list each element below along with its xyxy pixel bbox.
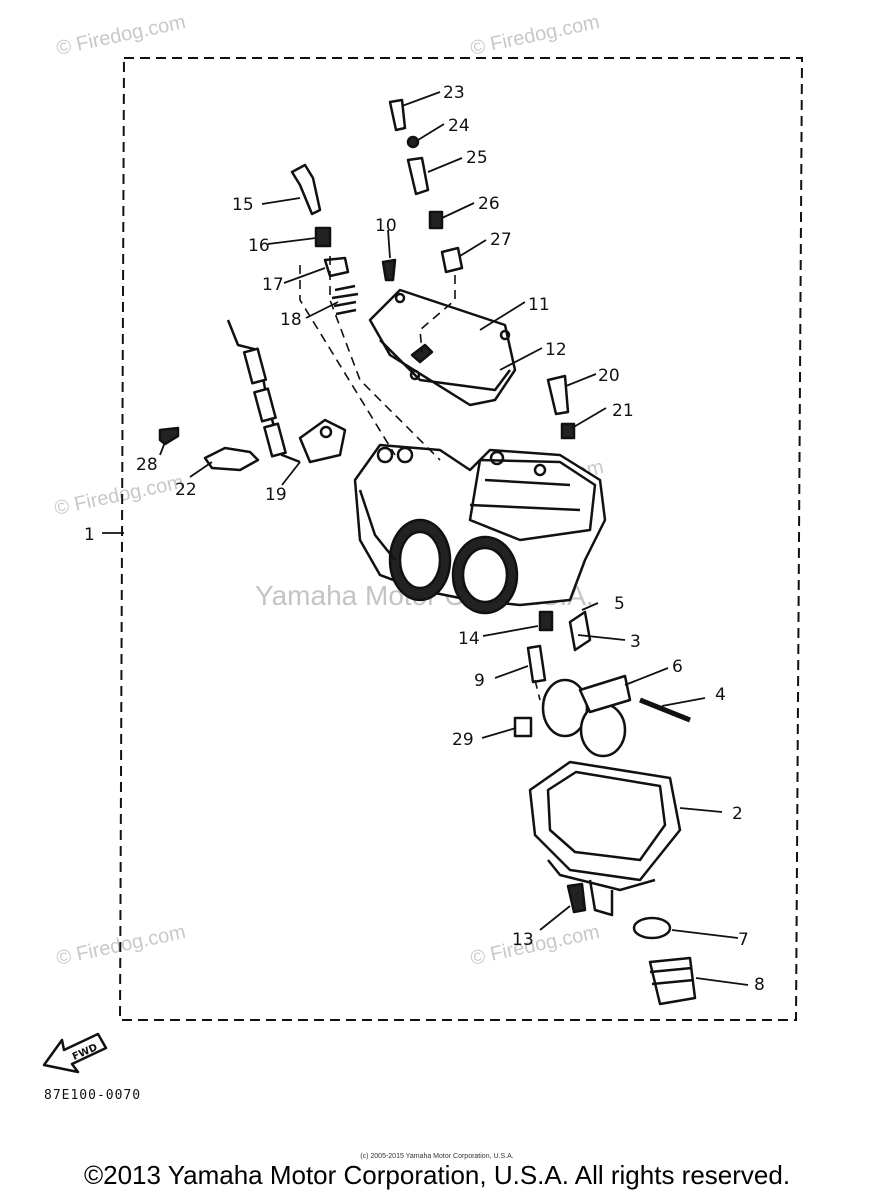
watermark-1: © Firedog.com xyxy=(54,11,187,60)
callout-25: 25 xyxy=(466,148,488,168)
callout-11: 11 xyxy=(528,295,550,315)
choke-assembly xyxy=(226,319,347,464)
float xyxy=(541,674,632,758)
callout-14: 14 xyxy=(458,629,480,649)
small-copyright: (c) 2005-2015 Yamaha Motor Corporation, … xyxy=(360,1153,514,1160)
callout-17: 17 xyxy=(262,275,284,295)
fwd-arrow-icon: FWD xyxy=(42,1032,108,1074)
callout-29: 29 xyxy=(452,730,474,750)
guide-lines xyxy=(299,256,541,701)
watermark-3: © Firedog.com xyxy=(52,471,185,520)
callout-26: 26 xyxy=(478,194,500,214)
callout-10: 10 xyxy=(375,216,397,236)
callout-27: 27 xyxy=(490,230,512,250)
callout-6: 6 xyxy=(672,657,683,677)
callout-2: 2 xyxy=(732,804,743,824)
watermark-6: © Firedog.com xyxy=(468,921,601,970)
watermark-2: © Firedog.com xyxy=(468,11,601,60)
callout-21: 21 xyxy=(612,401,634,421)
callout-8: 8 xyxy=(754,975,765,995)
float-bowl xyxy=(528,760,682,917)
callout-12: 12 xyxy=(545,340,567,360)
carb-body xyxy=(353,443,607,615)
callout-1: 1 xyxy=(84,525,95,545)
callout-5: 5 xyxy=(614,594,625,614)
callout-labels: 1 2 3 4 5 6 7 8 9 10 11 12 13 14 15 16 1… xyxy=(84,83,765,995)
callout-19: 19 xyxy=(265,485,287,505)
callout-4: 4 xyxy=(715,685,726,705)
callout-23: 23 xyxy=(443,83,465,103)
assembly-boundary xyxy=(118,57,804,1021)
top-cover xyxy=(368,288,517,407)
callout-28: 28 xyxy=(136,455,158,475)
callout-9: 9 xyxy=(474,671,485,691)
callout-24: 24 xyxy=(448,116,470,136)
diagram-part-code: 87E100-0070 xyxy=(44,1088,142,1103)
leader-lines xyxy=(102,91,749,986)
carburetor-parts xyxy=(158,98,697,1006)
callout-20: 20 xyxy=(598,366,620,386)
callout-22: 22 xyxy=(175,480,197,500)
callout-16: 16 xyxy=(248,236,270,256)
callout-3: 3 xyxy=(630,632,641,652)
callout-7: 7 xyxy=(738,930,749,950)
copyright-footer: ©2013 Yamaha Motor Corporation, U.S.A. A… xyxy=(83,1160,791,1190)
callout-15: 15 xyxy=(232,195,254,215)
callout-18: 18 xyxy=(280,310,302,330)
callout-13: 13 xyxy=(512,930,534,950)
